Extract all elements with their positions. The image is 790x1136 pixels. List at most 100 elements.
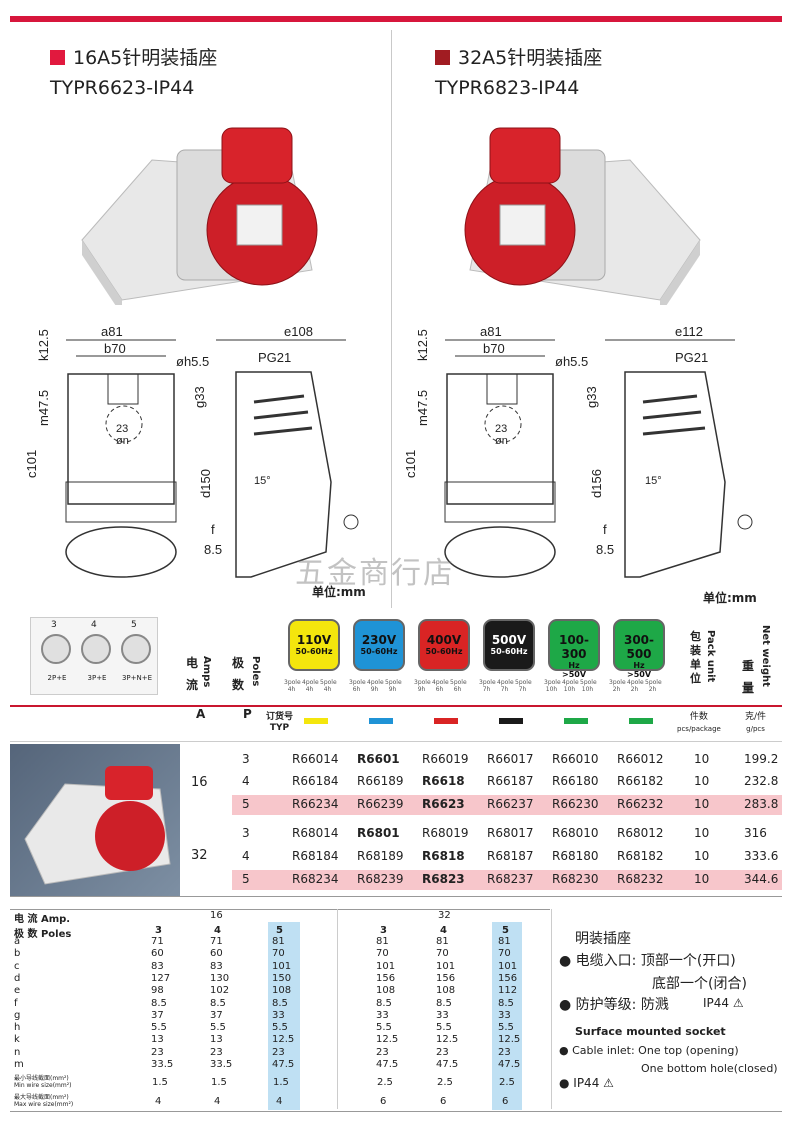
pack-cn-header: 包 装 单 位 [690,630,701,685]
dim-value-16: 102 [210,985,230,997]
dim-value-16: 37 [151,1009,164,1021]
max-wire-en: Max wire size(mm²) [14,1101,74,1108]
order-code-cell: R66237 [487,797,534,811]
pack-qty-cell: 10 [694,826,710,840]
watermark-text: 五金商行店 [295,556,455,591]
order-code-cell: R66187 [487,774,534,788]
order-code-cell: R66184 [292,774,339,788]
pole-hours-label: 4pole 10h [562,679,579,693]
dim-value-32: 12.5 [376,1034,399,1046]
dim-value-16: 8.5 [210,997,226,1009]
frequency-value: Hz >50V [626,661,652,679]
order-code-cell: R66230 [552,797,599,811]
frequency-value: 50-60Hz [490,647,528,656]
dim-value-32: 5.5 [498,1022,514,1034]
max-wire-32: 6 [440,1096,447,1107]
dim-value-32: 33 [498,1009,511,1021]
dim-pole-header: 3 [155,925,162,936]
order-code-cell: R68184 [292,849,339,863]
order-code-cell: R68239 [357,872,404,886]
frequency-value: Hz >50V [561,661,587,679]
color-swatch [304,718,328,724]
dim-d-label: d156 [589,469,604,498]
right-unit-label: 单位:mm [703,591,757,605]
weight-unit-header: 克/件 g/pcs [745,712,767,733]
left-product-photo [62,120,332,305]
dim-value-32: 5.5 [376,1022,392,1034]
pin-config-label: 3P+N+E [121,674,153,682]
pole-hours-label: 4pole 6h [432,679,449,693]
weight-header: Net weight [760,625,771,687]
order-code-cell: R68237 [487,872,534,886]
dim-f-label: f [603,522,607,537]
max-wire-32: 6 [502,1096,509,1107]
pole-hours-label: 3pole 4h [284,679,301,693]
max-wire-16: 4 [155,1096,162,1107]
dim-row-label: m [14,1059,24,1070]
max-wire-32: 6 [380,1096,387,1107]
current-cn-header: 电 流 [186,656,199,692]
angle-label: 15° [645,475,662,487]
dim-value-16: 8.5 [272,997,288,1009]
order-code-cell: R68019 [422,826,469,840]
dim-row-label: g [14,1009,21,1021]
cable-inlet-cn-2: 底部一个(闭合) [652,976,747,992]
dim-row-label: n [14,1046,21,1058]
col-p-header: P [243,707,252,721]
pole-hours-label: 3pole 9h [414,679,431,693]
dim-row-label: b [14,948,21,960]
order-code-cell: R66232 [617,797,664,811]
dim-value-16: 60 [151,948,164,960]
pack-qty-cell: 10 [694,774,710,788]
table-top-rule [10,705,782,707]
order-code-cell: R68230 [552,872,599,886]
min-wire-cn: 最小导线截面(mm²) [14,1075,69,1082]
dim-value-32: 101 [376,960,396,972]
socket-face-icon [121,634,151,664]
pole-hours-label: 4pole 4h [302,679,319,693]
dim-table-divider [337,909,338,1109]
protection-cn: ● 防护等级: 防溅 [559,997,669,1013]
amp-16-label: 16 [191,775,208,790]
dim-value-32: 23 [376,1046,389,1058]
pole-hours-label: 5pole 6h [450,679,467,693]
dim-value-32: 12.5 [498,1034,521,1046]
voltage-value: 100-300 [558,633,590,661]
dim-pole-header: 5 [502,925,509,936]
dim-b-label: b70 [104,341,126,356]
dim-f2-label: 8.5 [204,542,222,557]
pole-cell: 4 [242,774,250,788]
dim-pole-header: 5 [276,925,283,936]
left-unit-label: 单位:mm [312,585,366,599]
frequency-value: 50-60Hz [360,647,398,656]
min-wire-16: 1.5 [152,1077,168,1088]
dim-value-16: 5.5 [151,1022,167,1034]
dim-value-16: 8.5 [151,997,167,1009]
info-en-title: Surface mounted socket [575,1025,726,1038]
order-code-cell: R66014 [292,752,339,766]
voltage-value: 500V [491,633,527,647]
dim-value-16: 23 [210,1046,223,1058]
dim-table-top [10,909,550,910]
dim-row-label: k [14,1034,20,1046]
dim-value-16: 150 [272,972,292,984]
pin-count-label: 4 [91,620,97,630]
min-wire-16: 1.5 [273,1077,289,1088]
highlight-column [492,922,522,1110]
dim-value-32: 12.5 [436,1034,459,1046]
left-product-model: TYPR6623-IP44 [50,77,195,99]
dim-value-32: 112 [498,985,518,997]
dim-value-16: 71 [151,936,164,947]
pack-qty-cell: 10 [694,849,710,863]
pole-hours-label: 5pole 10h [580,679,597,693]
dim-value-16: 23 [272,1046,285,1058]
dim-value-16: 83 [210,960,223,972]
page-bottom-rule [10,1111,782,1112]
angle-label: 15° [254,475,271,487]
pg-label: PG21 [675,350,708,365]
